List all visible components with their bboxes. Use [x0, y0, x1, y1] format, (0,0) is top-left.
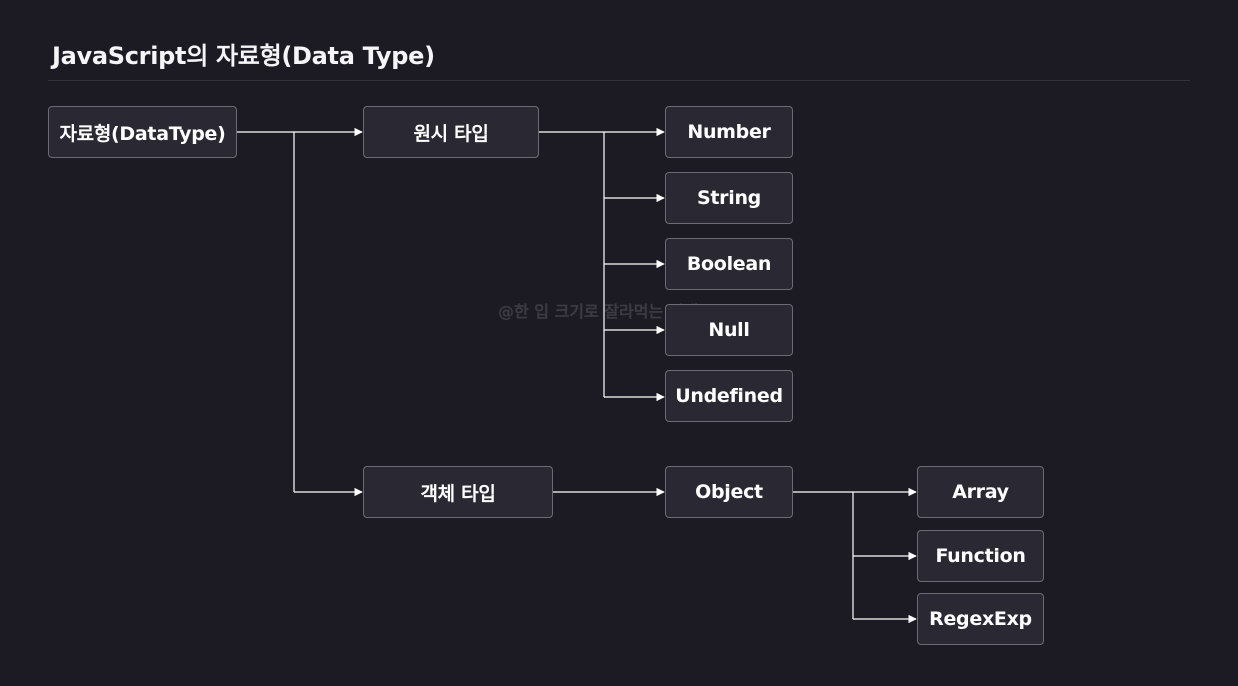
watermark: @한 입 크기로 잘라먹는 리액트	[498, 302, 713, 321]
node-object: Object	[665, 466, 793, 518]
node-array: Array	[917, 466, 1044, 518]
page-title: JavaScript의 자료형(Data Type)	[52, 42, 435, 70]
node-object-type: 객체 타입	[363, 466, 553, 518]
node-root: 자료형(DataType)	[48, 106, 237, 158]
node-function: Function	[917, 530, 1044, 582]
node-primitive-type: 원시 타입	[363, 106, 539, 158]
node-boolean: Boolean	[665, 238, 793, 290]
node-undefined: Undefined	[665, 370, 793, 422]
node-null: Null	[665, 304, 793, 356]
title-divider	[48, 80, 1190, 81]
node-number: Number	[665, 106, 793, 158]
node-string: String	[665, 172, 793, 224]
node-regexexp: RegexExp	[917, 593, 1044, 645]
